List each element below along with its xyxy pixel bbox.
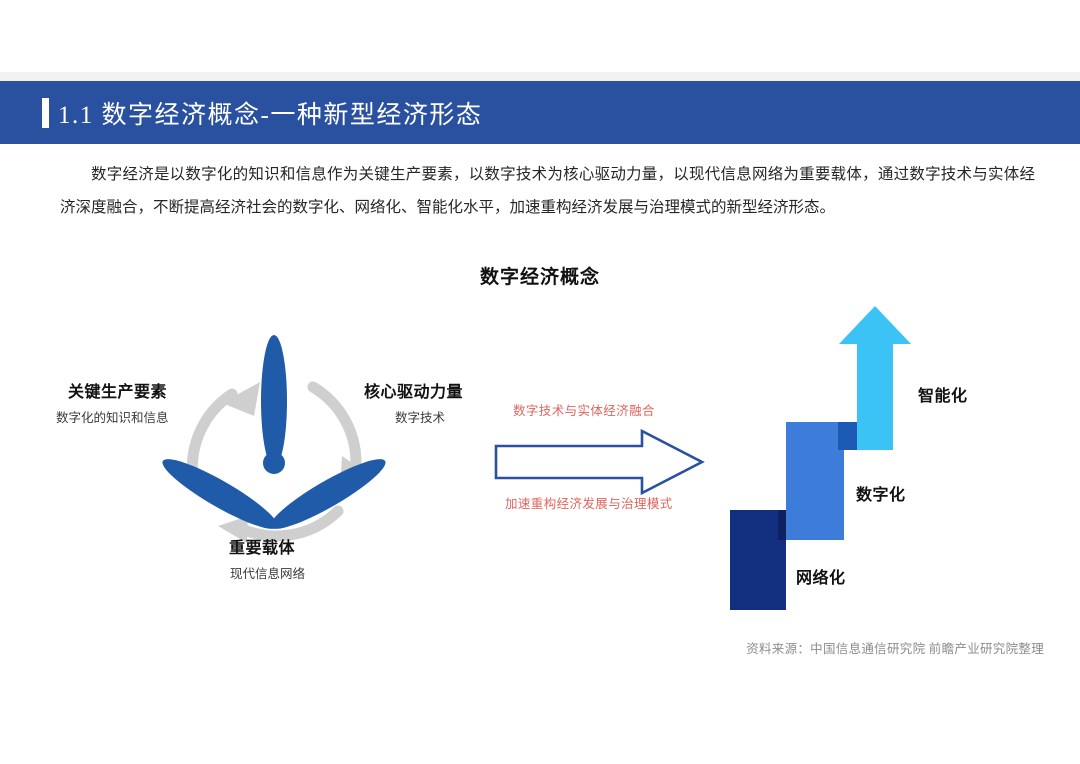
source-attribution: 资料来源：中国信息通信研究院 前瞻产业研究院整理 bbox=[746, 642, 1044, 656]
cycle-arrow-upper-left-head bbox=[222, 382, 260, 416]
hollow-right-arrow bbox=[494, 428, 705, 496]
cycle-arrow-bottom-head bbox=[218, 516, 248, 543]
turbine-blade-top bbox=[261, 335, 287, 467]
cycle-arrow-bottom bbox=[230, 505, 344, 542]
turbine-svg bbox=[162, 335, 386, 543]
section-header-bar: 1.1 数字经济概念-一种新型经济形态 bbox=[0, 81, 1080, 144]
label-key-factor-sub: 数字化的知识和信息 bbox=[56, 411, 169, 425]
header-accent-bar bbox=[42, 97, 49, 128]
label-core-driver: 核心驱动力量 bbox=[364, 384, 464, 401]
turbine-blade-left bbox=[162, 459, 278, 529]
cycle-arrow-right bbox=[307, 381, 362, 470]
label-carrier: 重要载体 bbox=[229, 540, 296, 557]
stair-step-digital-shade bbox=[838, 422, 860, 450]
staircase-diagram bbox=[720, 300, 1000, 630]
staircase-svg bbox=[730, 306, 911, 610]
turbine-hub bbox=[263, 452, 285, 474]
figure-canvas: 关键生产要素 数字化的知识和信息 核心驱动力量 数字技术 重要载体 现代信息网络… bbox=[0, 300, 1080, 690]
turbine-blades bbox=[162, 335, 386, 529]
caption-restructure: 加速重构经济发展与治理模式 bbox=[505, 497, 673, 511]
label-intelligent: 智能化 bbox=[918, 388, 968, 405]
label-core-driver-sub: 数字技术 bbox=[395, 411, 446, 425]
transition-arrow-svg bbox=[494, 428, 705, 496]
cycle-arrow-upper-left bbox=[186, 388, 238, 484]
stair-step-digital bbox=[786, 422, 844, 540]
header-top-strip bbox=[0, 72, 1080, 81]
intro-paragraph: 数字经济是以数字化的知识和信息作为关键生产要素，以数字技术为核心驱动力量，以现代… bbox=[60, 166, 1035, 216]
transition-arrow bbox=[494, 428, 706, 496]
turbine-cycle-diagram bbox=[150, 315, 410, 565]
stair-step-intelligent-arrow bbox=[839, 306, 911, 450]
label-carrier-sub: 现代信息网络 bbox=[230, 567, 306, 581]
turbine-blade-right bbox=[270, 459, 386, 529]
label-network: 网络化 bbox=[796, 570, 846, 587]
figure-title: 数字经济概念 bbox=[479, 267, 600, 288]
caption-fusion: 数字技术与实体经济融合 bbox=[513, 404, 655, 418]
label-digital: 数字化 bbox=[856, 487, 906, 504]
page-title: 1.1 数字经济概念-一种新型经济形态 bbox=[58, 101, 483, 129]
label-key-factor: 关键生产要素 bbox=[68, 384, 168, 401]
stair-step-network bbox=[730, 510, 786, 610]
